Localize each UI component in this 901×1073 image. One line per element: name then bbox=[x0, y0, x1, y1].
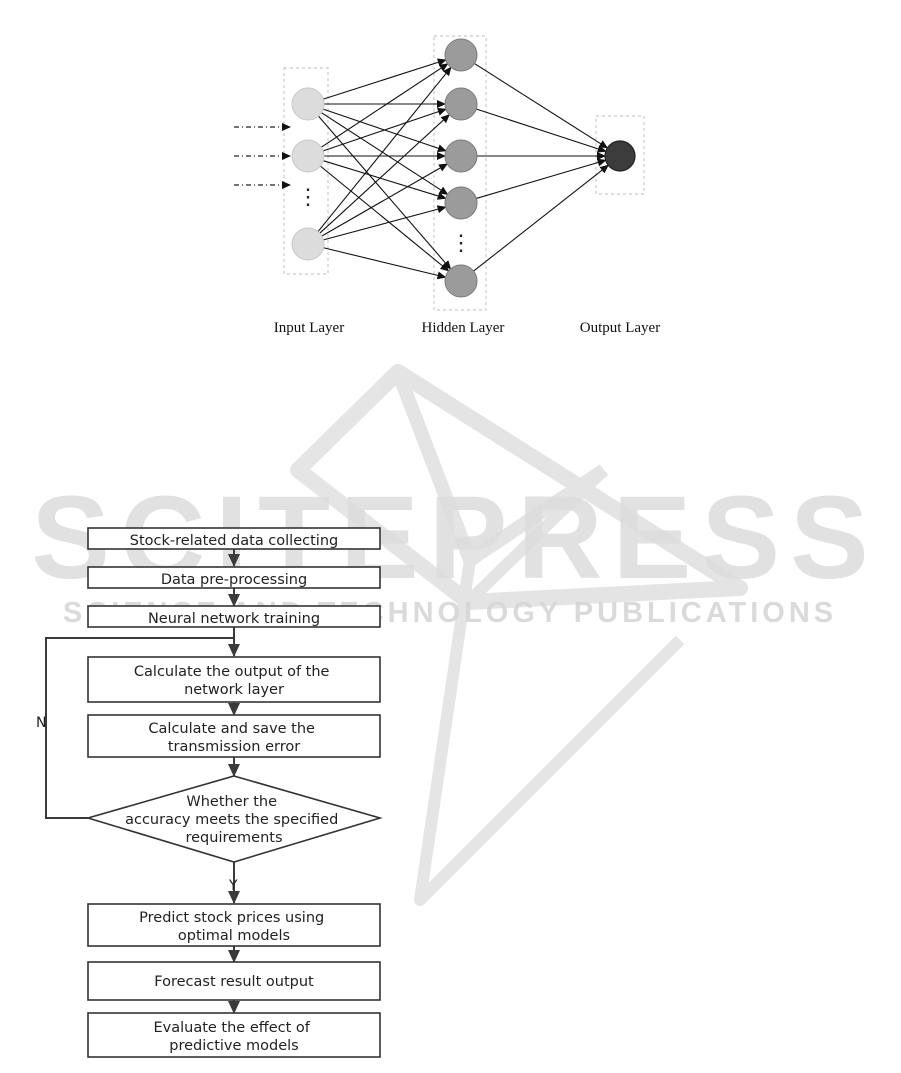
hidden-layer-label: Hidden Layer bbox=[422, 320, 505, 336]
network-connection bbox=[321, 63, 449, 148]
network-connection bbox=[322, 107, 447, 152]
step-predict-box bbox=[87, 903, 381, 947]
input-node bbox=[291, 87, 325, 121]
network-connection bbox=[319, 114, 450, 234]
input-hidden-connections bbox=[317, 58, 452, 280]
input-ellipsis: ⋮ bbox=[297, 184, 319, 209]
hidden-output-connections bbox=[473, 63, 609, 272]
hidden-layer-frame bbox=[433, 35, 487, 311]
network-connection bbox=[318, 115, 452, 270]
network-connection bbox=[320, 165, 450, 272]
step-preprocess-text: Data pre-processing bbox=[161, 572, 307, 588]
step-collect-box bbox=[87, 527, 381, 550]
step-forecast-box bbox=[87, 961, 381, 1001]
neural-network-diagram: ⋮ ⋮ Input Layer Hidden Layer Output Laye… bbox=[234, 35, 660, 336]
step-forecast-text: Forecast result output bbox=[154, 974, 314, 990]
step-calc-error-box bbox=[87, 714, 381, 758]
network-connection bbox=[317, 66, 452, 232]
step-train-box bbox=[87, 605, 381, 628]
step-predict-text: Predict stock prices using optimal model… bbox=[139, 910, 329, 944]
step-evaluate-box bbox=[87, 1012, 381, 1058]
yes-branch-label: Y bbox=[228, 878, 238, 894]
network-connection bbox=[321, 163, 448, 237]
input-layer-label: Input Layer bbox=[274, 320, 344, 336]
watermark-logo bbox=[290, 364, 748, 906]
decision-text: Whether the accuracy meets the specified… bbox=[125, 794, 343, 846]
network-connection bbox=[323, 247, 447, 280]
step-evaluate-text: Evaluate the effect of predictive models bbox=[153, 1020, 314, 1054]
input-node bbox=[291, 227, 325, 261]
step-train-text: Neural network training bbox=[148, 611, 320, 627]
step-preprocess-box bbox=[87, 566, 381, 589]
network-connection bbox=[323, 205, 447, 241]
network-connection bbox=[323, 160, 447, 200]
output-layer-frame bbox=[595, 115, 645, 195]
hidden-node bbox=[444, 264, 478, 298]
no-loop-line bbox=[45, 637, 234, 819]
no-branch-label: N bbox=[36, 715, 46, 731]
input-layer-frame bbox=[283, 67, 329, 275]
network-connection bbox=[474, 63, 609, 149]
hidden-node bbox=[444, 186, 478, 220]
input-node bbox=[291, 139, 325, 173]
output-node bbox=[604, 140, 636, 172]
network-connection bbox=[321, 112, 449, 195]
hidden-node bbox=[444, 87, 478, 121]
network-connection bbox=[476, 158, 607, 199]
hidden-node bbox=[444, 139, 478, 173]
step-calc-error-text: Calculate and save the transmission erro… bbox=[148, 721, 319, 755]
output-layer-label: Output Layer bbox=[580, 320, 660, 336]
network-connection bbox=[473, 164, 609, 272]
network-connection bbox=[323, 58, 447, 100]
network-connection bbox=[476, 108, 607, 153]
hidden-ellipsis: ⋮ bbox=[450, 230, 472, 255]
step-calc-output-text: Calculate the output of the network laye… bbox=[134, 664, 334, 698]
hidden-node bbox=[444, 38, 478, 72]
step-collect-text: Stock-related data collecting bbox=[130, 533, 338, 549]
flowchart: Stock-related data collecting Data pre-p… bbox=[36, 527, 383, 1058]
decision-diamond bbox=[85, 775, 383, 863]
step-calc-output-box bbox=[87, 656, 381, 703]
